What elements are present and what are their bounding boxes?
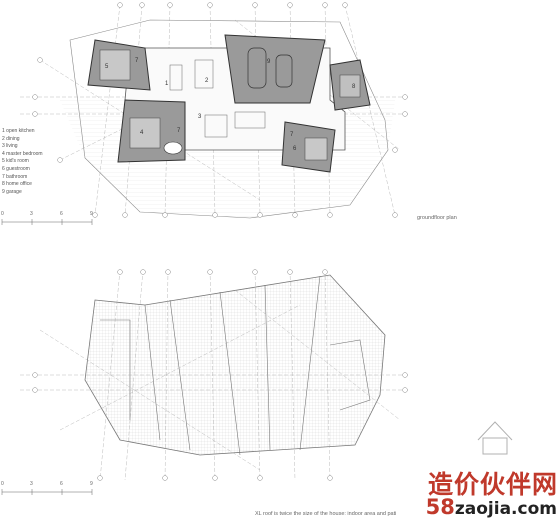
roof-fold [264,284,271,451]
room-number: 6 [293,146,297,152]
room-number: 5 [105,64,109,70]
room-number: 7 [177,128,181,134]
watermark-url-domain: zaojia.com [454,499,557,519]
roof-fold [299,275,321,451]
scale-label: 9 [90,211,93,217]
room-number: 9 [267,59,271,65]
scale-label: 9 [90,481,93,487]
room-number: 7 [290,132,294,138]
room-number: 1 [165,81,169,87]
legend-item: 5 kid's room [2,158,29,165]
roof-plan [1,269,513,495]
roof-fold [219,291,241,456]
watermark-text: 造价伙伴网 [427,470,558,499]
room-number: 3 [198,114,202,120]
scale-bar [1,489,93,495]
room-legend: 1 open kitchen 2 dining 3 living 4 maste… [2,128,43,196]
grid-bubbles [32,2,408,218]
roof-grid-bubbles [32,269,408,481]
legend-item: 1 open kitchen [2,128,35,134]
scale-label: 6 [60,211,63,217]
roof-fold [144,304,161,441]
legend-item: 3 living [2,143,18,150]
legend-item: 6 guestroom [2,165,30,172]
legend-item: 7 bathroom [2,173,28,180]
room-number: 8 [352,84,356,90]
legend-item: 4 master bedroom [2,150,43,157]
scale-label: 0 [1,481,4,487]
garage [224,34,326,104]
scale-label: 3 [30,481,33,487]
roof-grid-lines [20,269,410,481]
groundfloor-plan: 5 7 1 2 9 8 4 3 6 7 7 [1,2,410,225]
watermark-url: 58zaojia.com [426,495,557,519]
scale-label: 3 [30,211,33,217]
plan-caption: groundfloor plan [417,215,457,221]
legend-item: 9 garage [2,188,22,195]
roof-surface [84,274,386,456]
watermark-house-logo [477,421,513,455]
scale-label: 6 [60,481,63,487]
roof-caption: XL roof is twice the size of the house: … [255,511,397,517]
watermark-url-number: 58 [425,495,455,519]
roof-fold [100,319,131,420]
room-number: 7 [135,58,139,64]
scale-label: 0 [1,211,4,217]
scale-bar [1,219,93,225]
legend-item: 8 home office [2,181,32,188]
room-number: 2 [205,78,209,84]
roof-fold [329,339,371,411]
room-number: 4 [140,130,144,136]
legend-item: 2 dining [2,135,20,142]
